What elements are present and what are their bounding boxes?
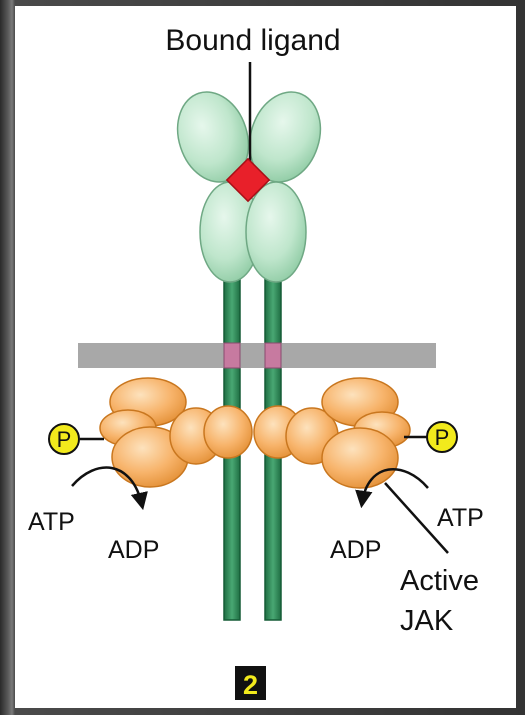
adp-right-label: ADP [330,536,381,564]
jak-label: JAK [400,605,454,637]
phosphate-right: P [404,422,457,452]
active-label: Active [400,565,479,597]
phosphate-left: P [49,424,104,454]
bound-ligand-label: Bound ligand [165,24,340,57]
phosphate-right-label: P [435,425,450,450]
receptor-domain-lower-right [246,182,306,282]
step-number: 2 [243,670,258,700]
jak-left-lobe-core [204,406,252,458]
adp-left-label: ADP [108,536,159,564]
atp-left-label: ATP [28,508,75,536]
cell-membrane [78,343,436,368]
phosphate-left-label: P [57,427,72,452]
atp-right-label: ATP [437,504,484,532]
tm-segment-right [265,343,281,368]
jak-right-lobe-bottom [322,428,398,488]
tm-segment-left [224,343,240,368]
